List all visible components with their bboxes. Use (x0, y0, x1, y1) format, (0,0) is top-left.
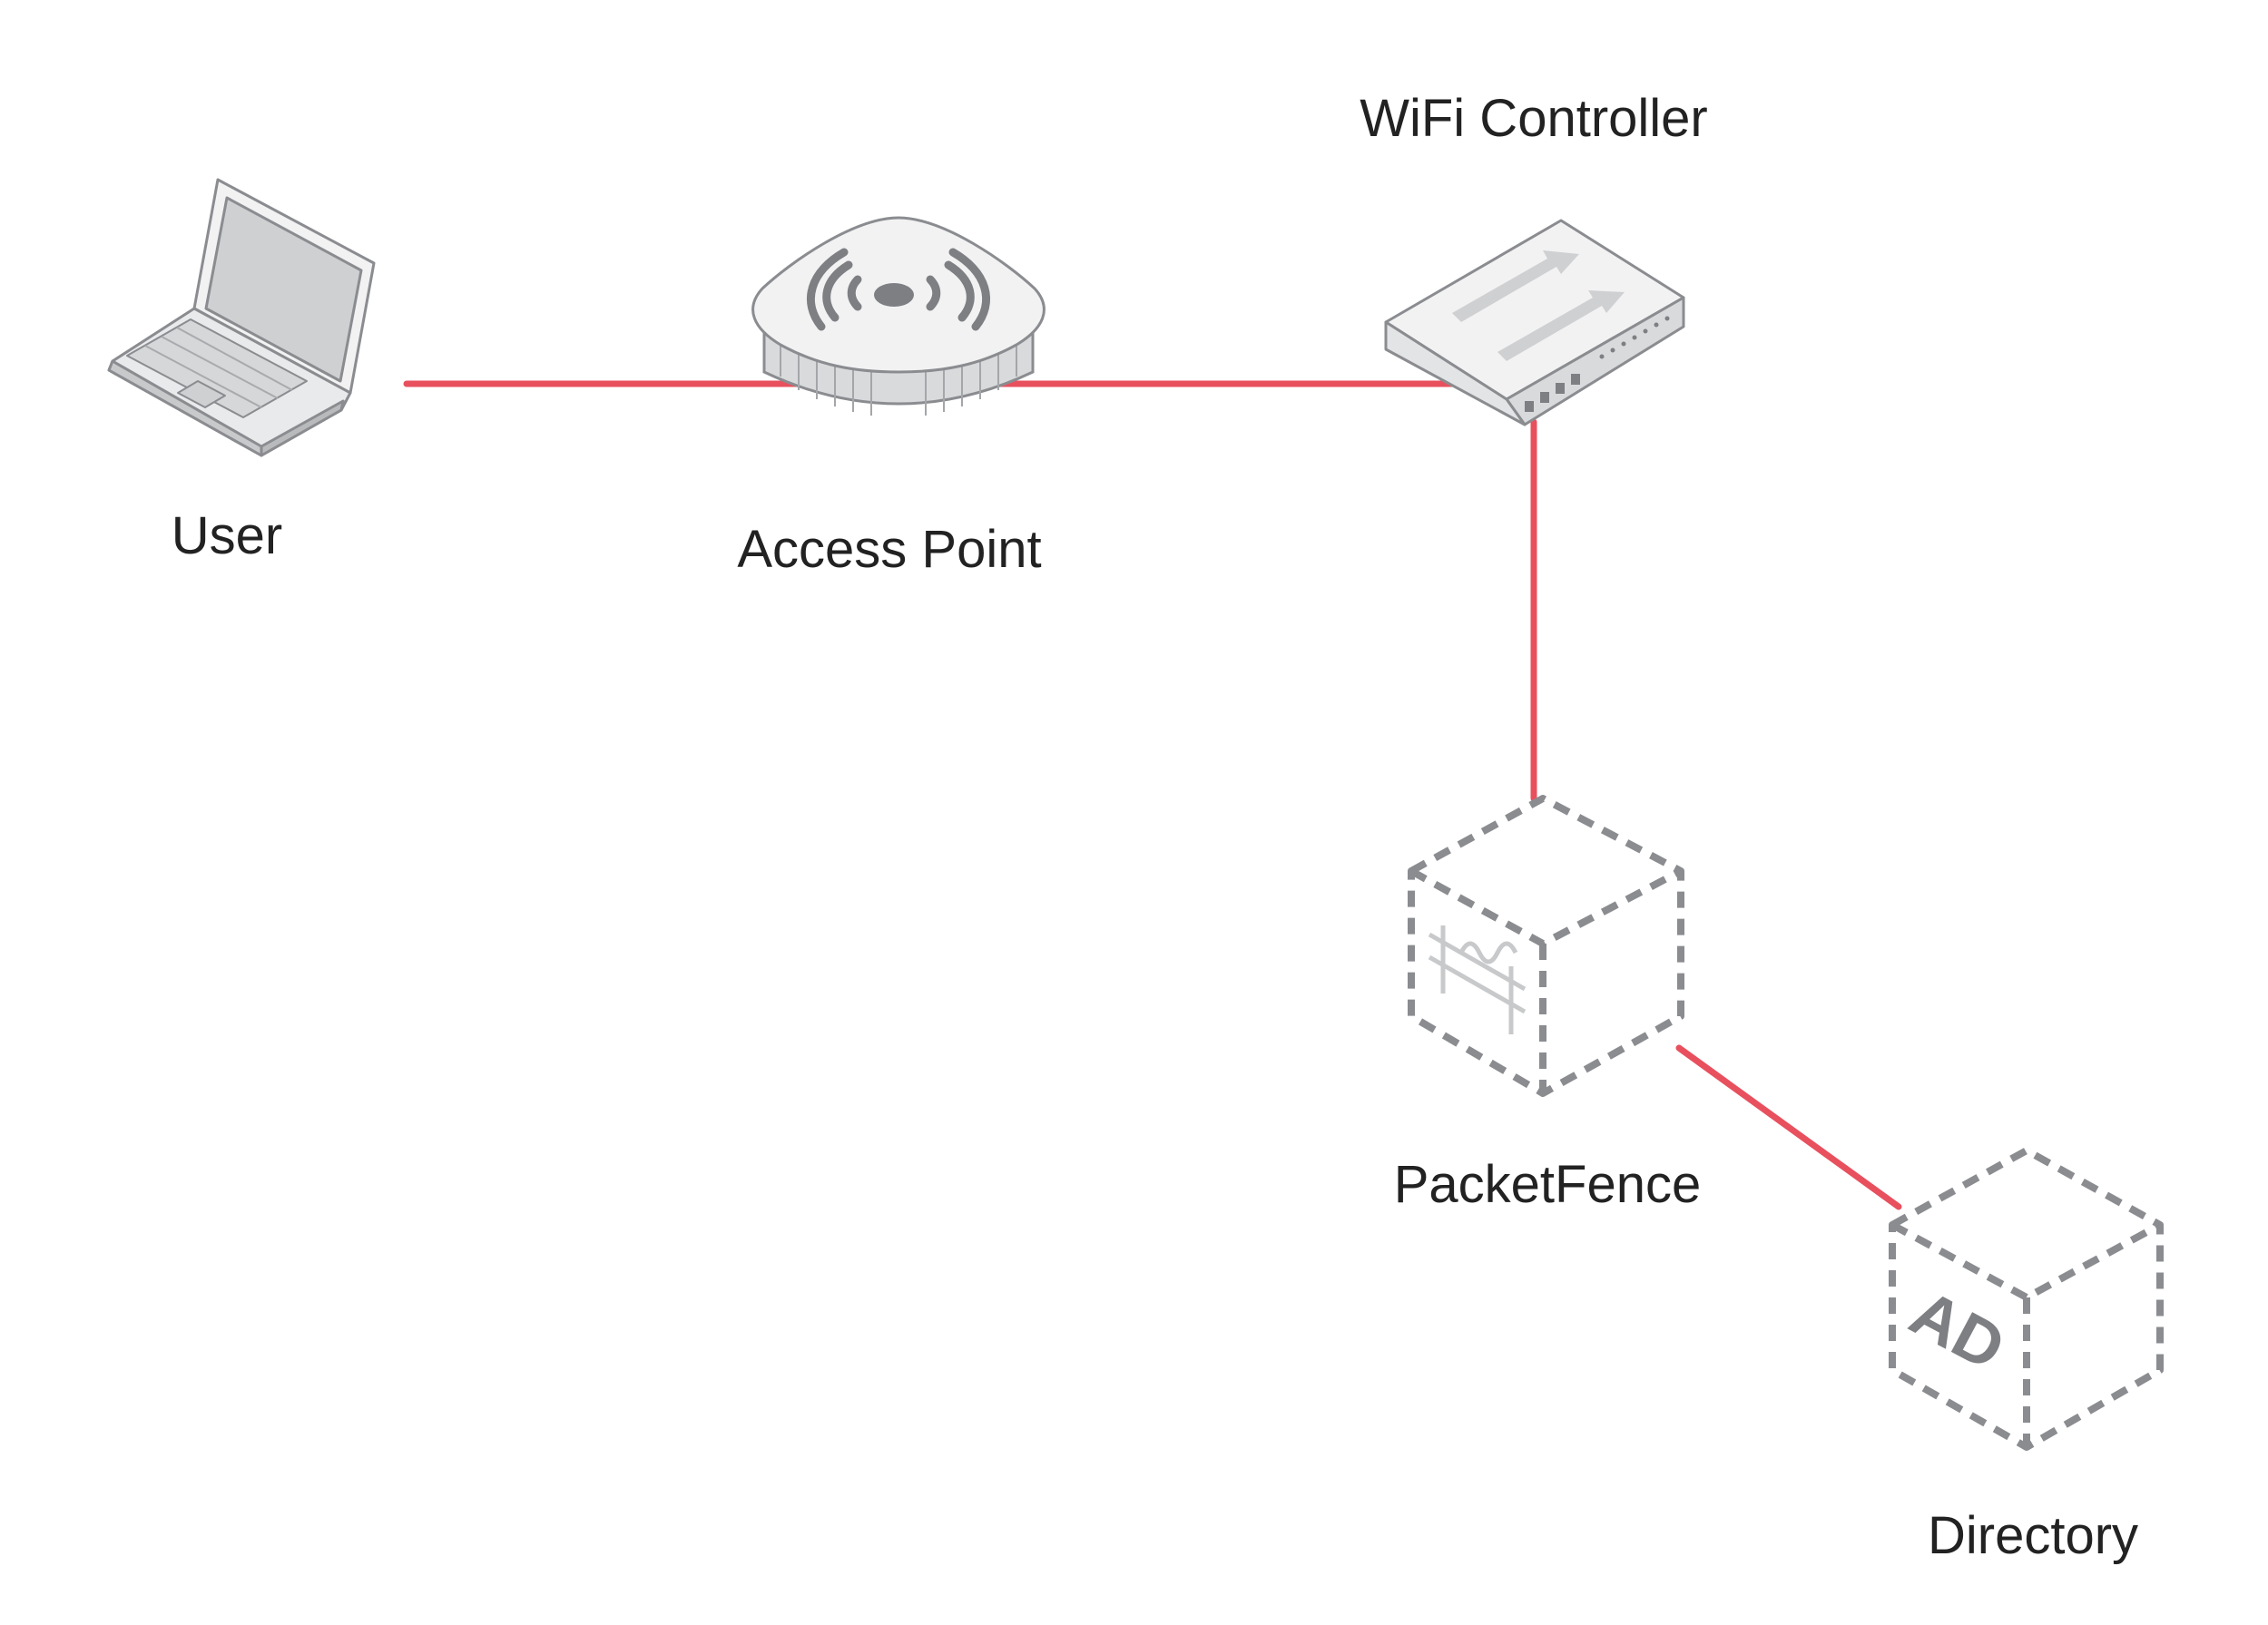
laptop-icon (107, 178, 376, 457)
link-packetfence-directory (1675, 1044, 1902, 1210)
access-point-label: Access Point (737, 520, 1041, 579)
directory-cube-icon (1889, 1147, 2164, 1451)
user-label: User (172, 506, 282, 565)
wifi-controller-label: WiFi Controller (1360, 89, 1708, 148)
wireless-access-point-icon (751, 216, 1046, 416)
packetfence-label: PacketFence (1394, 1155, 1702, 1214)
packetfence-cube-icon (1408, 795, 1684, 1097)
directory-badge: AD (1899, 1277, 2016, 1385)
links (403, 380, 1902, 1210)
directory-label: Directory (1928, 1506, 2138, 1565)
network-switch-icon (1384, 219, 1685, 426)
